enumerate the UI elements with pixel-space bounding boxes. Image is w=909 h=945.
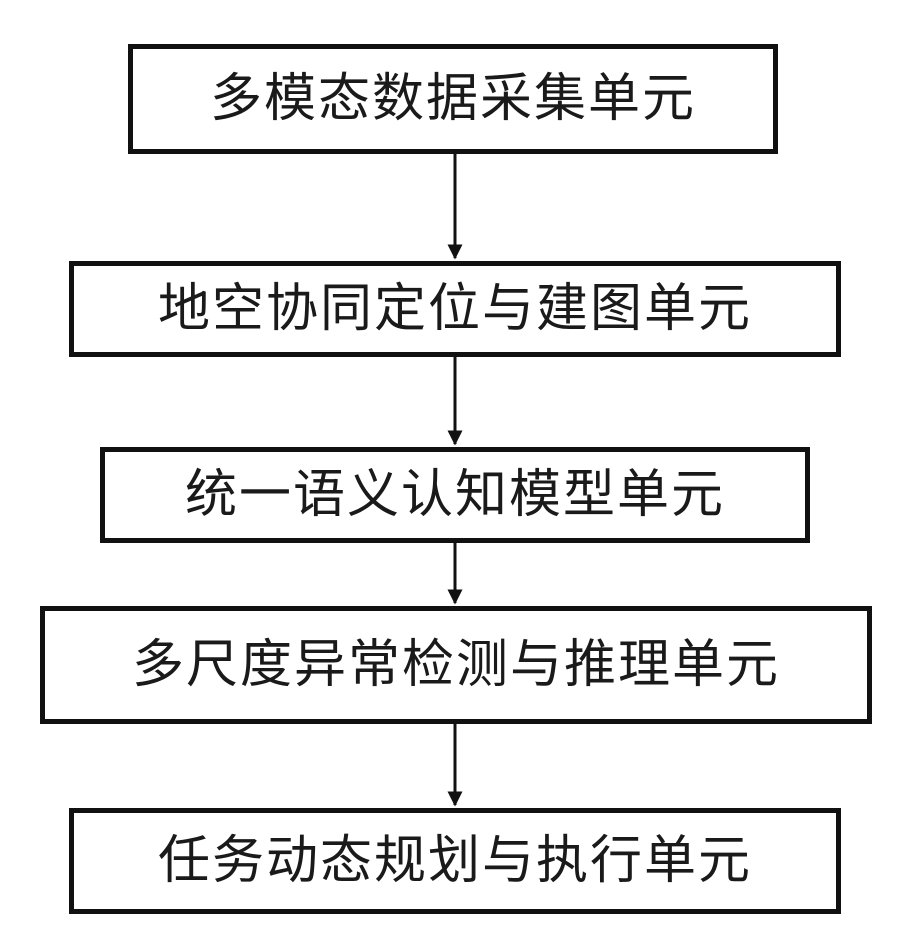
node-multiscale-anomaly-detection-reasoning: 多尺度异常检测与推理单元 [40,606,872,724]
node-label: 任务动态规划与执行单元 [158,835,752,887]
node-label: 多模态数据采集单元 [210,73,696,125]
node-label: 地空协同定位与建图单元 [158,283,752,335]
node-dynamic-task-planning-execution: 任务动态规划与执行单元 [69,808,841,914]
node-multimodal-data-acquisition: 多模态数据采集单元 [128,44,778,154]
node-label: 统一语义认知模型单元 [185,469,725,521]
node-unified-semantic-cognition-model: 统一语义认知模型单元 [100,447,810,543]
node-label: 多尺度异常检测与推理单元 [132,639,780,691]
node-ground-air-localization-mapping: 地空协同定位与建图单元 [69,261,841,357]
